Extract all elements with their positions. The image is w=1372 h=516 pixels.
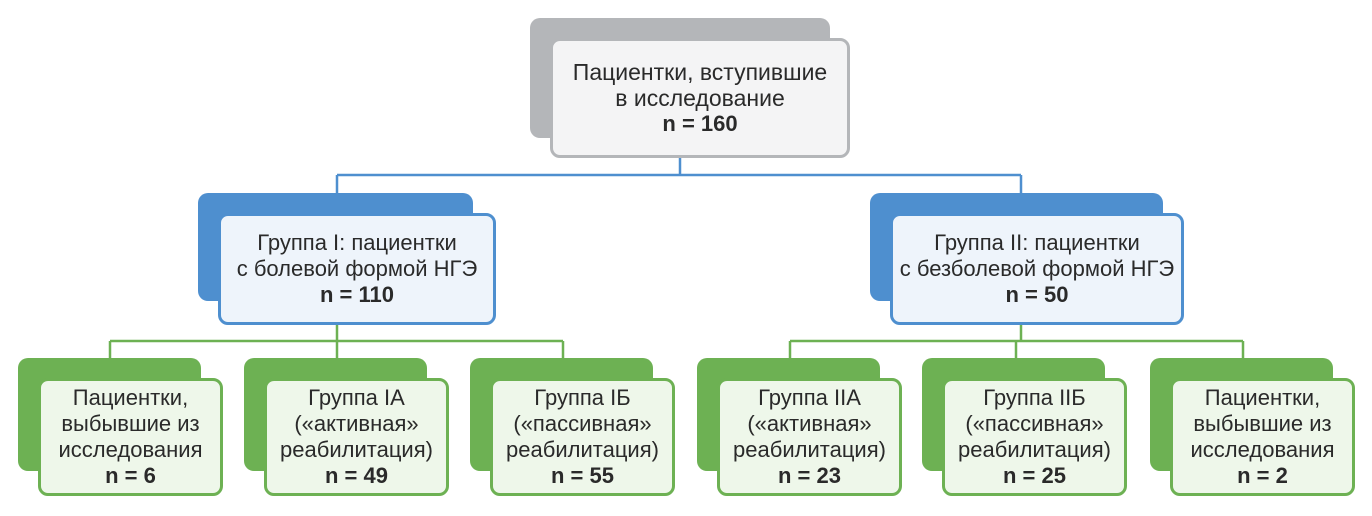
group-1-count: n = 110 [319, 282, 394, 307]
leaf-line: реабилитация) [280, 437, 433, 462]
leaf-line: Пациентки, [72, 385, 189, 410]
root-line-2: в исследование [615, 85, 785, 111]
root-node-box: Пациентки, вступившие в исследование n =… [550, 38, 850, 158]
root-connectors [335, 158, 1023, 195]
leaf-box: Пациентки, выбывшие из исследования n = … [1170, 378, 1355, 496]
group-2-line-1: Группа II: пациентки [934, 230, 1140, 255]
leaf-line: («активная» [747, 411, 872, 436]
leaf-line: выбывшие из [61, 411, 200, 436]
leaf-line: Группа IБ [534, 385, 631, 410]
group-2-box: Группа II: пациентки с безболевой формой… [890, 213, 1184, 325]
group-1-line-2: с болевой формой НГЭ [236, 256, 478, 281]
leaf-line: выбывшие из [1193, 411, 1332, 436]
leaf-count: n = 6 [105, 463, 156, 488]
leaf-count: n = 49 [325, 463, 388, 488]
leaf-line: («пассивная» [965, 411, 1104, 436]
leaf-line: Пациентки, [1204, 385, 1321, 410]
leaf-line: («пассивная» [513, 411, 652, 436]
leaf-count: n = 25 [1003, 463, 1066, 488]
group-2-line-2: с безболевой формой НГЭ [899, 256, 1175, 281]
leaf-line: Группа IIА [758, 385, 861, 410]
leaf-line: («активная» [294, 411, 419, 436]
leaf-count: n = 55 [551, 463, 614, 488]
group-2-count: n = 50 [1005, 282, 1069, 307]
leaf-box: Группа IБ («пассивная» реабилитация) n =… [490, 378, 675, 496]
leaf-line: Группа IА [308, 385, 405, 410]
leaf-line: реабилитация) [958, 437, 1111, 462]
leaf-box: Пациентки, выбывшие из исследования n = … [38, 378, 223, 496]
leaf-box: Группа IА («активная» реабилитация) n = … [264, 378, 449, 496]
leaf-line: реабилитация) [506, 437, 659, 462]
group-1-line-1: Группа I: пациентки [257, 230, 457, 255]
leaf-line: Группа IIБ [983, 385, 1086, 410]
group-1-box: Группа I: пациентки с болевой формой НГЭ… [218, 213, 496, 325]
leaf-count: n = 2 [1237, 463, 1288, 488]
leaf-line: исследования [1190, 437, 1335, 462]
leaf-line: реабилитация) [733, 437, 886, 462]
leaf-box: Группа IIБ («пассивная» реабилитация) n … [942, 378, 1127, 496]
root-line-1: Пациентки, вступившие [572, 59, 828, 85]
leaf-count: n = 23 [778, 463, 841, 488]
root-count: n = 160 [662, 111, 738, 136]
leaf-box: Группа IIА («активная» реабилитация) n =… [717, 378, 902, 496]
group-connectors [108, 325, 1245, 360]
leaf-line: исследования [58, 437, 203, 462]
